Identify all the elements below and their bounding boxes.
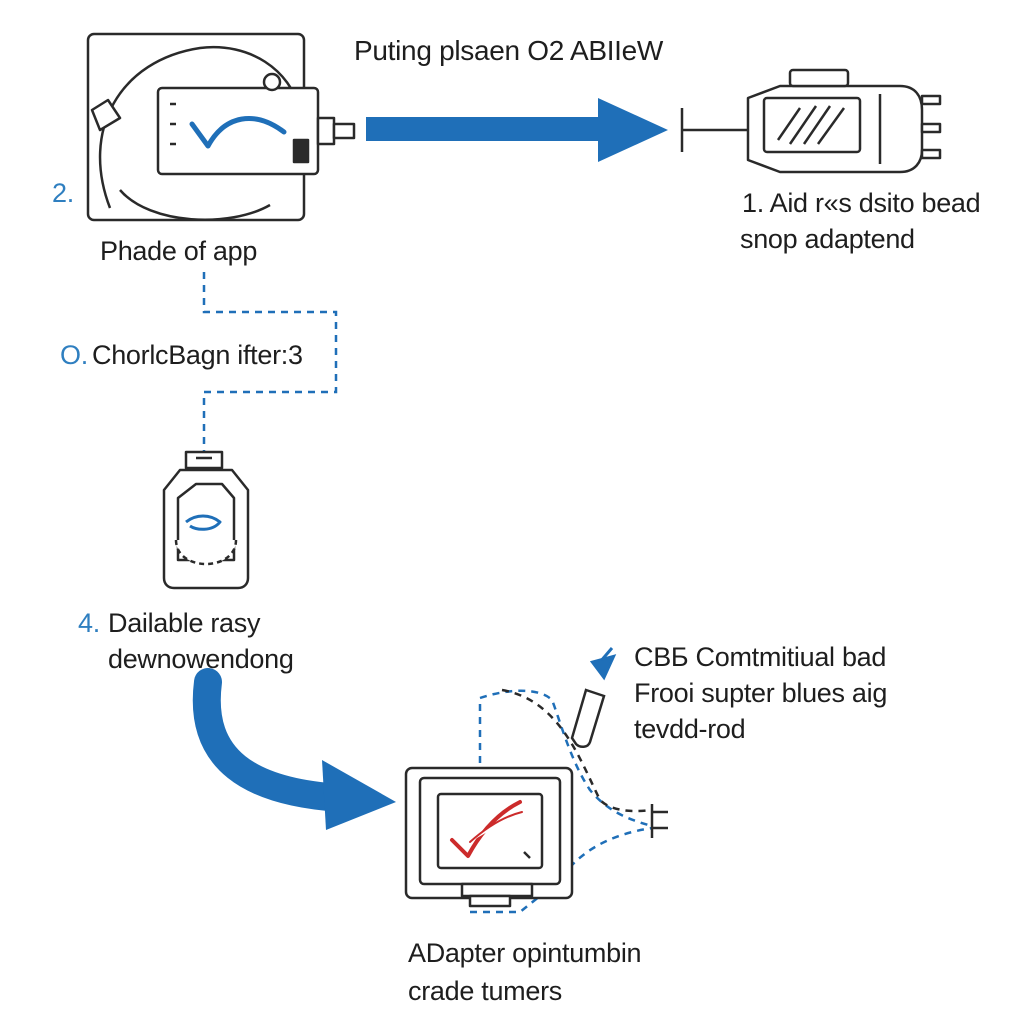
step-number-0: O. <box>60 340 88 370</box>
step-number-2: 2. <box>52 178 74 208</box>
step-label-bottom-line2: crade tumers <box>408 976 562 1006</box>
adapter-screen-illustration <box>404 766 574 908</box>
step-label-middle: ChorlcBagn ifter:3 <box>92 340 303 370</box>
step-label-phone: Phade of app <box>100 236 258 266</box>
curved-arrow <box>192 668 396 830</box>
step-label-right-line2: Frooi supter blues aig <box>634 678 888 708</box>
obd-adapter-illustration <box>746 68 942 174</box>
step-number-4: 4. <box>78 608 100 638</box>
probe-icon <box>570 647 617 748</box>
phone-device-illustration <box>86 32 356 222</box>
dashed-connector-top <box>202 272 338 452</box>
step-label-right-line1: CBБ Comtmitiual bad <box>634 642 887 672</box>
handheld-device-illustration <box>162 450 250 590</box>
step-label-right-line3: tevdd-rod <box>634 714 746 744</box>
right-arrow <box>366 98 668 162</box>
diagram-title: Puting plsaen O2 ABIIeW <box>354 35 664 66</box>
step-label-fourth-line2: dewnowendong <box>108 644 294 674</box>
step-label-fourth-line1: Dailable rasy <box>108 608 261 638</box>
step-label-bottom-line1: ADapter opintumbin <box>408 938 642 968</box>
dashed-wire-dark <box>501 688 653 813</box>
plug-connector <box>650 804 668 838</box>
dashed-wire-blue <box>478 689 653 828</box>
dashed-wire-lower <box>470 826 653 914</box>
step-label-adapter-line1: 1. Aid r«s dsito bead <box>742 188 981 218</box>
step-label-adapter-line2: snop adaptend <box>740 224 915 254</box>
